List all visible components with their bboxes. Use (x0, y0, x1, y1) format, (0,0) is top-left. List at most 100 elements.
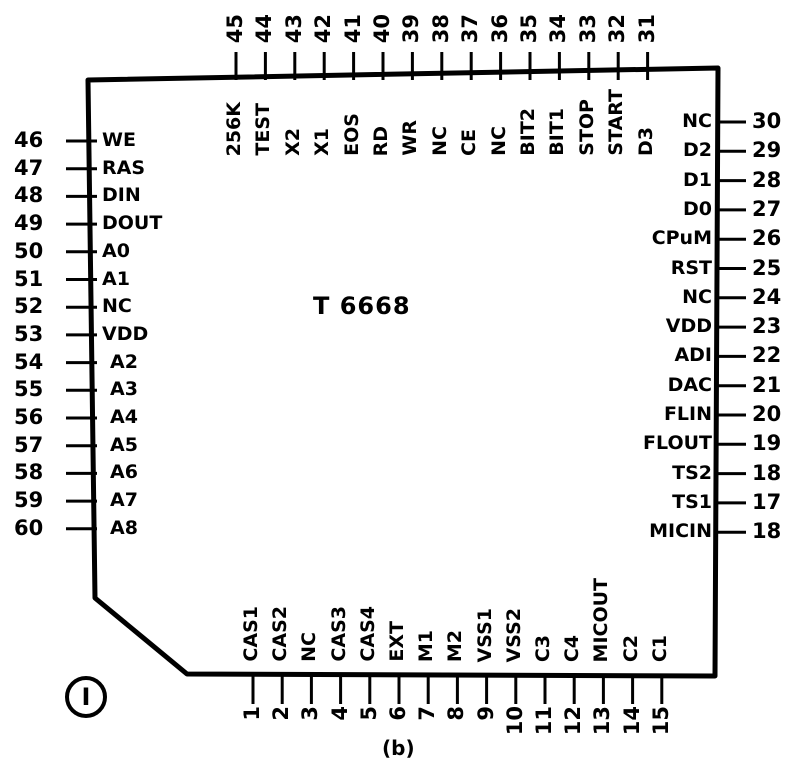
pin-number-right: 24 (752, 284, 782, 309)
pin-number-left: 55 (14, 377, 44, 402)
pin-name-left: A7 (110, 489, 138, 512)
figure-badge: I (65, 676, 107, 718)
pin-name-left: DIN (102, 184, 141, 207)
pin-number-right: 19 (752, 431, 782, 456)
pin-number-top: 42 (311, 14, 336, 44)
pin-name-right: FLIN (663, 403, 712, 425)
pin-name-right: NC (682, 110, 712, 132)
pin-name-top: NC (428, 126, 451, 156)
pin-number-top: 44 (252, 14, 277, 44)
pin-number-left: 52 (14, 294, 44, 319)
pin-number-top: 41 (340, 14, 365, 44)
pin-number-left: 60 (14, 515, 44, 540)
pin-number-bottom: 5 (356, 706, 381, 721)
pin-number-bottom: 15 (648, 706, 673, 736)
pin-name-left: DOUT (102, 212, 163, 235)
pin-number-left: 49 (14, 211, 44, 236)
pin-name-bottom: VSS2 (502, 607, 525, 662)
pin-number-bottom: 1 (240, 706, 264, 721)
pin-number-left: 50 (14, 238, 44, 263)
chip-name-label: T 6668 (313, 292, 411, 320)
pin-number-top: 34 (546, 14, 571, 44)
pin-number-top: 39 (399, 14, 424, 44)
pin-name-bottom: VSS1 (473, 607, 496, 662)
pin-number-top: 37 (458, 14, 483, 44)
pin-name-right: D2 (683, 139, 712, 162)
pin-name-top: CE (458, 129, 481, 156)
pin-name-top: WR (399, 120, 422, 156)
pin-name-right: RST (670, 256, 712, 279)
pin-number-bottom: 13 (590, 706, 615, 736)
figure-caption: (b) (382, 736, 415, 760)
pin-number-bottom: 3 (298, 706, 323, 721)
pin-name-bottom: NC (298, 632, 321, 662)
pin-number-top: 35 (517, 14, 541, 44)
pin-number-right: 23 (752, 314, 782, 339)
pin-number-left: 57 (14, 432, 44, 457)
pin-name-top: TEST (252, 103, 275, 156)
pin-number-right: 25 (752, 255, 782, 280)
pin-number-top: 32 (605, 14, 630, 44)
pin-name-left: A5 (110, 433, 138, 456)
pin-number-left: 58 (14, 460, 44, 485)
pin-number-top: 36 (487, 14, 512, 44)
pin-number-bottom: 12 (561, 706, 586, 736)
pin-name-bottom: M2 (444, 629, 467, 662)
pin-name-bottom: M1 (415, 629, 438, 662)
pin-name-left: A1 (102, 267, 130, 290)
pin-number-top: 40 (370, 14, 394, 44)
pin-name-top: X1 (311, 128, 334, 156)
pin-number-bottom: 11 (532, 706, 556, 736)
pin-number-left: 53 (14, 321, 44, 346)
pin-name-left: WE (102, 129, 136, 151)
pin-number-bottom: 10 (502, 706, 527, 736)
pin-name-bottom: CAS3 (327, 606, 350, 662)
pin-number-bottom: 6 (386, 706, 410, 721)
pin-number-right: 20 (752, 402, 782, 426)
pin-number-top: 38 (428, 14, 453, 44)
pin-name-top: STOP (575, 99, 598, 156)
pin-name-top: NC (487, 126, 510, 156)
pin-number-bottom: 14 (619, 706, 644, 736)
pin-name-right: CPuM (651, 227, 712, 250)
pin-number-top: 31 (634, 14, 659, 44)
pin-name-bottom: C3 (532, 634, 554, 662)
pin-name-top: D3 (634, 127, 657, 156)
pin-number-top: 43 (281, 14, 306, 44)
pin-number-right: 17 (752, 489, 782, 514)
pin-number-bottom: 4 (327, 706, 352, 721)
pin-name-bottom: MICOUT (590, 577, 613, 662)
pin-number-left: 54 (14, 349, 44, 374)
pin-name-left: A0 (102, 239, 130, 262)
pin-number-right: 21 (752, 372, 782, 397)
pin-name-left: A6 (110, 461, 138, 484)
pin-name-right: VDD (665, 315, 712, 338)
pin-name-top: RD (370, 125, 392, 156)
pin-number-left: 59 (14, 488, 44, 513)
pin-number-right: 30 (752, 109, 782, 133)
pin-name-top: START (605, 89, 628, 156)
pin-number-left: 47 (14, 155, 44, 180)
pin-number-left: 48 (14, 183, 44, 208)
pin-number-right: 22 (752, 343, 782, 368)
pin-name-right: MICIN (649, 520, 712, 543)
pin-number-top: 33 (575, 14, 600, 44)
pin-number-left: 46 (14, 128, 44, 152)
pin-name-right: TS2 (672, 461, 712, 484)
pin-name-bottom: C4 (561, 634, 584, 662)
pin-name-right: NC (682, 285, 712, 308)
chip-body-outline (85, 65, 721, 679)
pin-name-bottom: CAS2 (269, 606, 292, 662)
pin-name-left: A8 (110, 516, 138, 539)
pin-number-right: 29 (752, 138, 782, 163)
pin-number-left: 51 (14, 266, 44, 291)
pin-name-bottom: CAS4 (356, 606, 379, 662)
pin-number-bottom: 9 (473, 706, 498, 721)
pin-name-right: ADI (674, 344, 712, 367)
pin-number-right: 28 (752, 167, 782, 192)
pin-name-top: X2 (281, 128, 304, 156)
pin-name-right: FLOUT (643, 432, 712, 455)
pin-number-right: 18 (752, 519, 782, 544)
pin-number-bottom: 7 (415, 706, 440, 721)
